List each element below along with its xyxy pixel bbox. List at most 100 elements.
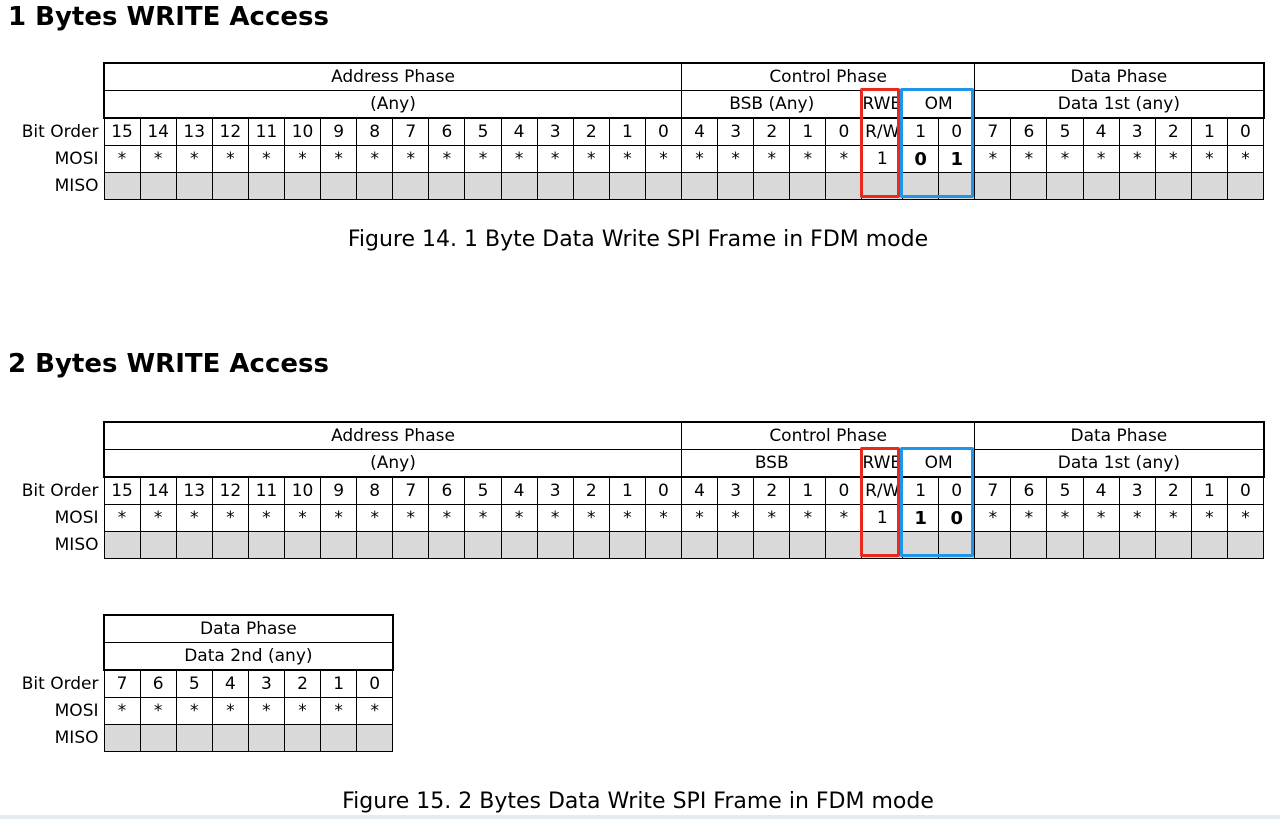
mosi-cell: * xyxy=(753,504,791,532)
mosi-cell: * xyxy=(283,504,322,532)
bit-order-cell: 7 xyxy=(974,476,1012,505)
miso-cell xyxy=(1046,531,1084,559)
miso-cell xyxy=(753,531,791,559)
miso-label: MISO xyxy=(54,728,99,748)
mosi-cell: * xyxy=(428,504,466,532)
bit-order-cell: 4 xyxy=(211,669,249,698)
bit-order-cell: 7 xyxy=(392,117,430,146)
miso-cell xyxy=(175,531,213,559)
mosi-cell: * xyxy=(825,504,863,532)
data-phase-sub: Data 1st (any) xyxy=(974,449,1265,478)
mosi-cell: * xyxy=(1154,145,1192,173)
mosi-cell: * xyxy=(1082,504,1120,532)
mosi-cell: * xyxy=(247,697,285,725)
bit-order-cell: 7 xyxy=(392,476,430,505)
bit-order-cell: 1 xyxy=(1190,117,1228,146)
bit-order-cell: 1 xyxy=(320,669,358,698)
mosi-cell: 0 xyxy=(902,145,940,173)
miso-cell xyxy=(938,531,976,559)
miso-cell xyxy=(211,724,249,752)
miso-cell xyxy=(1010,172,1048,200)
miso-cell xyxy=(211,531,249,559)
mosi-cell: * xyxy=(356,697,394,725)
bit-order-cell: 0 xyxy=(1226,117,1265,146)
mosi-cell: * xyxy=(608,145,646,173)
miso-cell xyxy=(103,172,141,200)
bit-order-cell: 1 xyxy=(789,476,827,505)
data-phase-sub: Data 1st (any) xyxy=(974,90,1265,119)
mosi-cell: * xyxy=(1190,145,1228,173)
mosi-cell: 1 xyxy=(861,504,904,532)
mosi-cell: * xyxy=(1154,504,1192,532)
mosi-cell: * xyxy=(356,504,394,532)
miso-cell xyxy=(320,724,358,752)
bsb-label: BSB (Any) xyxy=(680,90,863,119)
miso-cell xyxy=(500,172,538,200)
bottom-divider xyxy=(0,815,1280,819)
miso-cell xyxy=(464,172,502,200)
mosi-cell: * xyxy=(1118,145,1156,173)
mosi-cell: * xyxy=(717,145,755,173)
bit-order-cell: 8 xyxy=(356,476,394,505)
mosi-cell: * xyxy=(536,504,574,532)
bit-order-cell: 3 xyxy=(717,476,755,505)
miso-cell xyxy=(392,531,430,559)
miso-cell xyxy=(1082,531,1120,559)
mosi-label: MOSI xyxy=(54,508,99,528)
bit-order-cell: 15 xyxy=(103,476,141,505)
om-label: OM xyxy=(902,449,976,478)
mosi-cell: * xyxy=(139,145,177,173)
miso-cell xyxy=(139,531,177,559)
bit-order-label: Bit Order xyxy=(21,673,99,694)
mosi-cell: * xyxy=(1010,145,1048,173)
bit-order-cell: 7 xyxy=(974,117,1012,146)
bit-order-cell: R/W xyxy=(861,476,904,505)
mosi-cell: 1 xyxy=(902,504,940,532)
miso-cell xyxy=(789,531,827,559)
miso-cell xyxy=(175,724,213,752)
bit-order-cell: 1 xyxy=(789,117,827,146)
mosi-cell: * xyxy=(1118,504,1156,532)
miso-label: MISO xyxy=(54,176,99,196)
miso-cell xyxy=(753,172,791,200)
mosi-cell: * xyxy=(572,504,610,532)
miso-cell xyxy=(644,172,683,200)
mosi-cell: * xyxy=(1010,504,1048,532)
mosi-cell: 1 xyxy=(861,145,904,173)
mosi-cell: * xyxy=(789,145,827,173)
miso-cell xyxy=(861,172,904,200)
bit-order-cell: 13 xyxy=(175,117,213,146)
bit-order-cell: 5 xyxy=(464,117,502,146)
address-phase-sub: (Any) xyxy=(103,90,682,119)
bit-order-cell: 2 xyxy=(572,476,610,505)
mosi-cell: * xyxy=(283,145,322,173)
bit-order-cell: 14 xyxy=(139,117,177,146)
mosi-cell: * xyxy=(1226,145,1265,173)
bit-order-cell: 0 xyxy=(356,669,394,698)
bit-order-cell: 3 xyxy=(247,669,285,698)
data2-phase-sub: Data 2nd (any) xyxy=(103,642,394,671)
bit-order-cell: 1 xyxy=(1190,476,1228,505)
miso-cell xyxy=(825,531,863,559)
bit-order-cell: 4 xyxy=(680,476,719,505)
miso-cell xyxy=(608,531,646,559)
miso-cell xyxy=(283,172,322,200)
miso-cell xyxy=(789,172,827,200)
mosi-cell: * xyxy=(175,145,213,173)
miso-cell xyxy=(572,531,610,559)
bit-order-cell: R/W xyxy=(861,117,904,146)
miso-cell xyxy=(680,172,719,200)
bit-order-cell: 3 xyxy=(1118,117,1156,146)
miso-cell xyxy=(536,172,574,200)
bit-order-cell: 0 xyxy=(644,117,683,146)
mosi-cell: 0 xyxy=(938,504,976,532)
mosi-cell: * xyxy=(356,145,394,173)
miso-cell xyxy=(103,724,141,752)
mosi-cell: * xyxy=(103,697,141,725)
bit-order-cell: 9 xyxy=(320,476,358,505)
miso-cell xyxy=(247,172,285,200)
bit-order-cell: 4 xyxy=(1082,117,1120,146)
bit-order-cell: 3 xyxy=(536,117,574,146)
bit-order-cell: 6 xyxy=(428,476,466,505)
bit-order-cell: 0 xyxy=(1226,476,1265,505)
